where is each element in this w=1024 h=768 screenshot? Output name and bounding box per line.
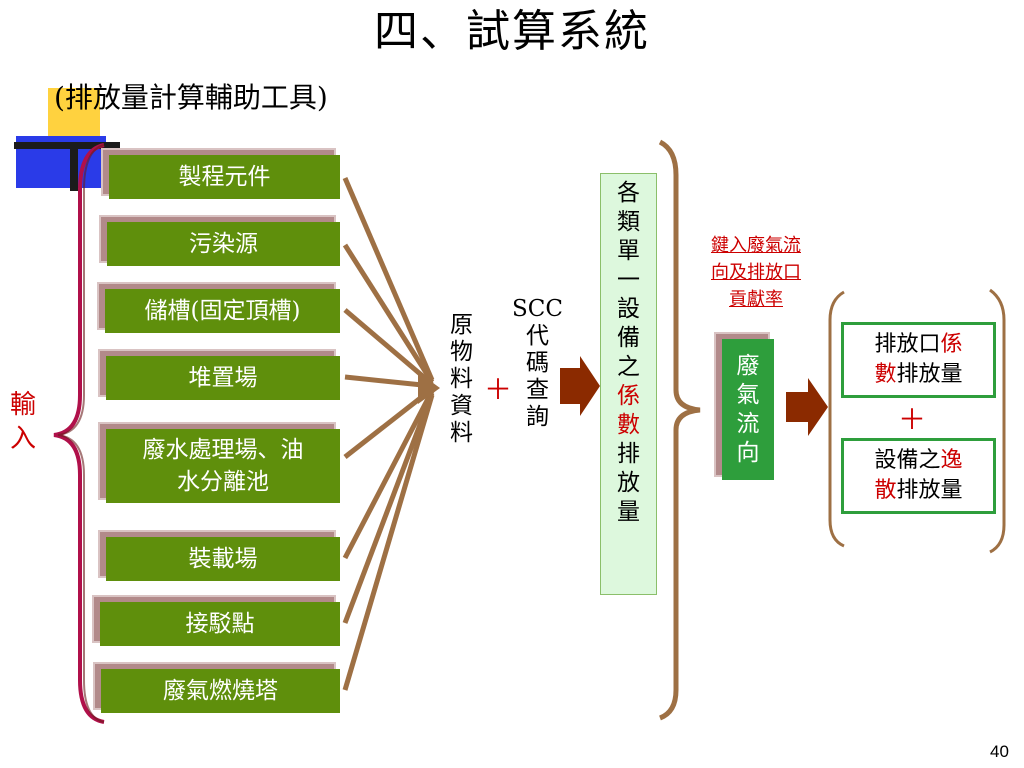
source-flare: 廢氣燃燒塔 — [101, 669, 340, 713]
fugitive-emission-box: 設備之逸 散排放量 — [841, 438, 996, 514]
unit-emission-char: 數 — [617, 412, 640, 438]
unit-emission-box: 各類單一設備之係數排放量 — [600, 173, 657, 595]
source-stockpile: 堆置場 — [106, 356, 340, 400]
corner-decoration — [14, 88, 120, 191]
result-paren-right — [989, 288, 1006, 554]
block-arrow-2 — [786, 378, 828, 436]
unit-emission-char: 設 — [617, 296, 640, 322]
plus-sign-2: ＋ — [898, 403, 927, 436]
source-transfer-point: 接駁點 — [100, 602, 340, 646]
unit-emission-char: 排 — [617, 441, 640, 467]
unit-emission-char: 量 — [617, 499, 640, 525]
page-number: 40 — [990, 742, 1009, 761]
slide-subtitle: (排放量計算輔助工具) — [54, 81, 328, 114]
unit-brace — [658, 139, 701, 721]
result-paren-left — [828, 290, 845, 548]
block-arrow-1 — [560, 356, 600, 416]
unit-emission-char: 類 — [617, 209, 640, 235]
converging-arrows — [342, 177, 435, 691]
unit-emission-char: 之 — [617, 354, 640, 380]
outlet-emission-box: 排放口係 數排放量 — [841, 322, 996, 398]
unit-emission-char: 備 — [617, 325, 640, 351]
unit-emission-char: 單 — [617, 238, 640, 264]
unit-emission-char: 各 — [617, 180, 640, 206]
plus-sign: ＋ — [484, 373, 513, 406]
source-pollution: 污染源 — [107, 222, 340, 266]
source-process-component: 製程元件 — [109, 155, 340, 199]
unit-emission-char: 一 — [617, 267, 640, 293]
input-brace — [53, 143, 105, 724]
exhaust-flow-box: 廢氣 流向 — [722, 339, 774, 480]
unit-emission-char: 放 — [617, 470, 640, 496]
keyin-label: 鍵入廢氣流向及排放口貢獻率 — [711, 235, 801, 310]
source-storage-tank: 儲槽(固定頂槽) — [105, 289, 340, 333]
slide-title: 四、試算系統 — [374, 6, 650, 57]
source-wastewater: 廢水處理場、油水分離池 — [106, 429, 340, 503]
unit-emission-char: 係 — [617, 383, 640, 409]
source-loading: 裝載場 — [106, 537, 340, 581]
input-label: 輸入 — [10, 390, 37, 454]
raw-material-label: 原物 料資 料 — [450, 312, 473, 446]
